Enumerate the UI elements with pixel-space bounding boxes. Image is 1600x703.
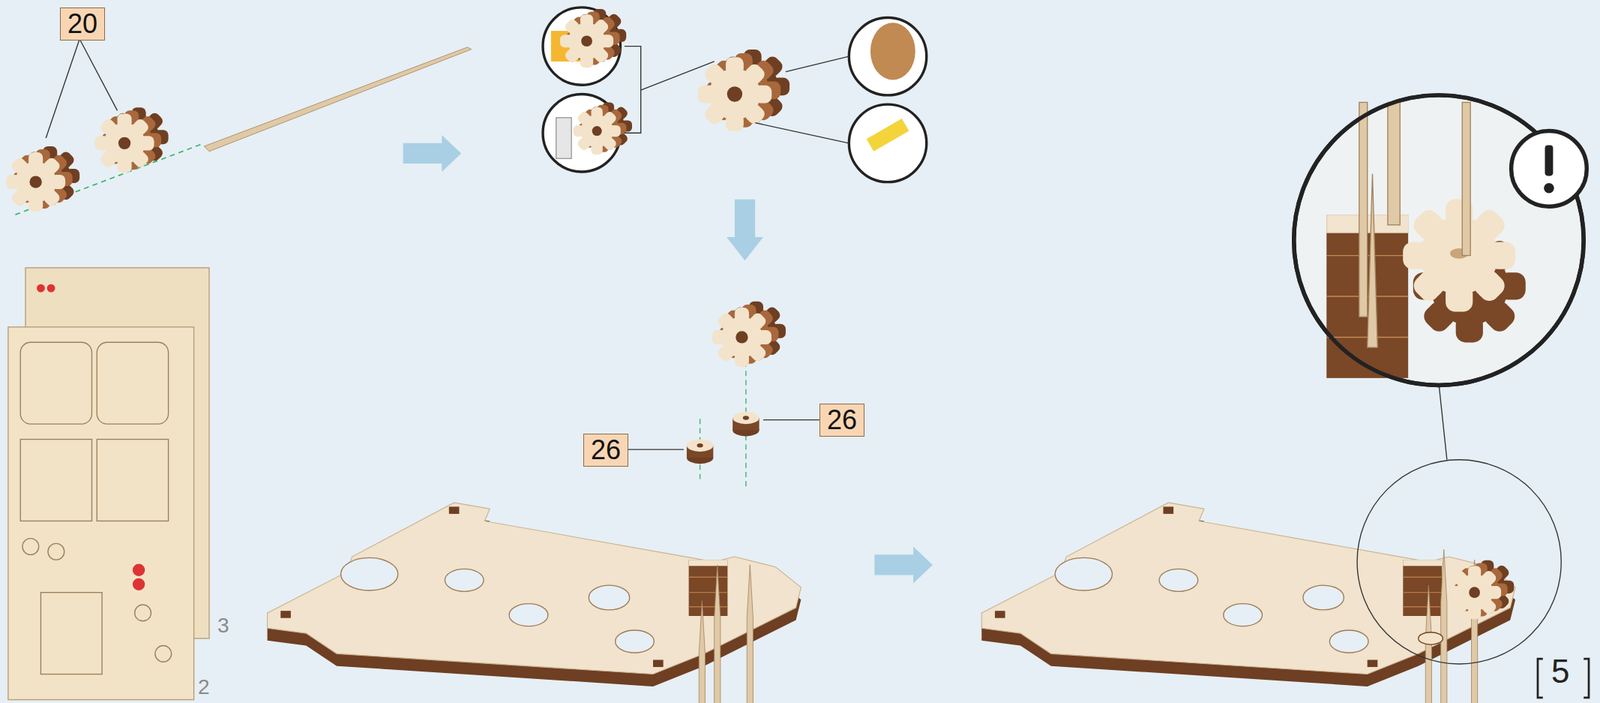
callout-number: 20 <box>67 8 98 39</box>
page-number: 5 <box>1551 652 1570 690</box>
sheet-number: 3 <box>217 613 230 638</box>
callout-number: 26 <box>590 434 621 465</box>
callout-box: 26 <box>583 433 629 467</box>
sheet-number: 2 <box>197 674 210 699</box>
callout-number: 26 <box>826 404 857 435</box>
callout-box: 20 <box>59 7 105 41</box>
callout-box: 26 <box>819 403 865 437</box>
